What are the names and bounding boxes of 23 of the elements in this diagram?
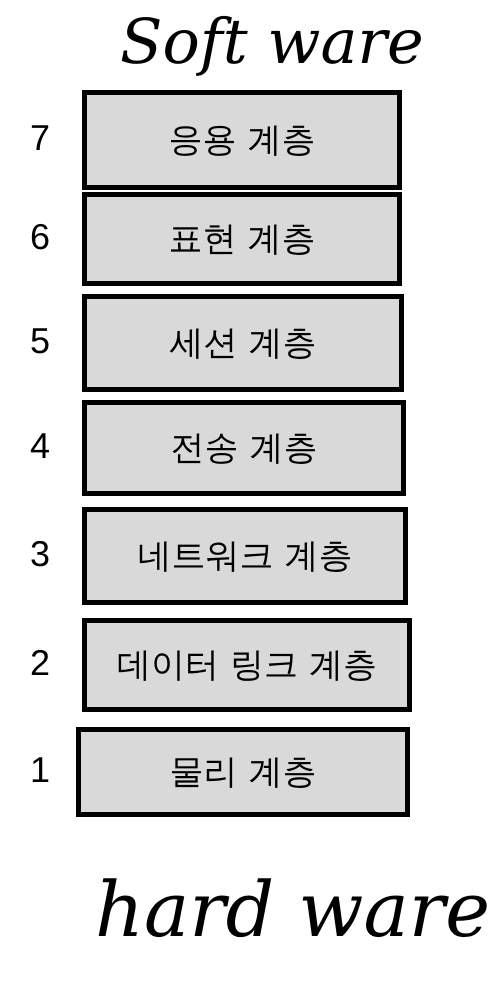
layer-number: 3 [30,536,50,572]
layer-box [82,90,402,190]
layer-number: 4 [30,428,50,464]
layer-box [82,400,406,496]
layer-name: 네트워크 계층 [138,539,352,573]
layer-box [82,192,402,286]
layer-box [82,507,408,605]
layer-name: 전송 계층 [170,431,318,465]
layer-name: 데이터 링크 계층 [117,648,377,682]
layer-name: 세션 계층 [170,326,316,360]
handwritten-heading: Soft ware [120,4,424,80]
layer-number: 2 [30,645,50,681]
layer-name: 응용 계층 [168,123,316,157]
layer-box [76,727,410,817]
handwritten-footer: hard ware [95,860,490,960]
layer-number: 5 [30,323,50,359]
layer-name: 물리 계층 [170,755,316,789]
layer-number: 6 [30,219,50,255]
layer-box [82,294,404,392]
layer-number: 7 [30,120,50,156]
layer-number: 1 [30,752,50,788]
layer-box [82,618,412,712]
layer-name: 표현 계층 [168,222,316,256]
